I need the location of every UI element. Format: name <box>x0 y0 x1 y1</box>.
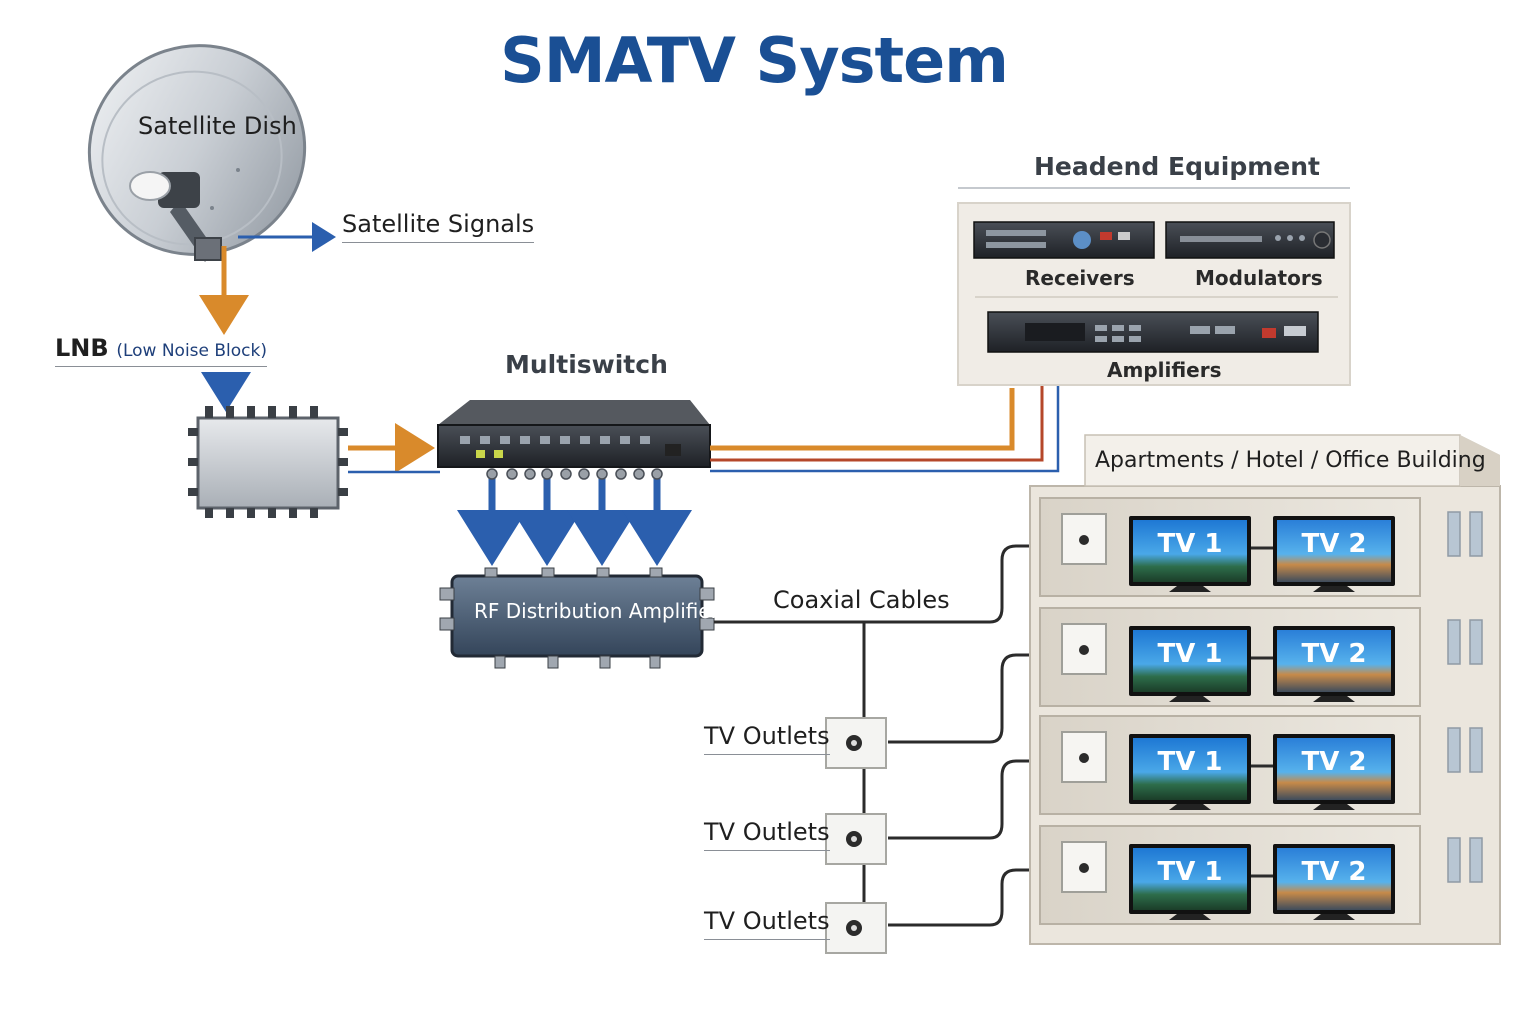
tv-outlets-label: TV Outlets <box>704 722 830 755</box>
tv-label: TV 1 <box>1158 747 1223 777</box>
tv-outlet-plate <box>825 717 887 769</box>
multiswitch-icon <box>437 400 711 468</box>
tv-screen-icon: TV 2 <box>1273 844 1395 920</box>
tv-outlets-label: TV Outlets <box>704 818 830 851</box>
tv-screen-icon: TV 1 <box>1129 734 1251 810</box>
tv-label: TV 1 <box>1158 639 1223 669</box>
tv-label: TV 2 <box>1302 857 1367 887</box>
satellite-signals-label: Satellite Signals <box>342 210 535 243</box>
coaxial-cable-network <box>714 544 1060 927</box>
tv-screen-icon: TV 1 <box>1129 516 1251 592</box>
satellite-dish-label: Satellite Dish <box>138 112 297 140</box>
tv-outlets-label: TV Outlets <box>704 907 830 940</box>
satellite-dish-icon <box>87 44 307 262</box>
tv-screen-icon: TV 1 <box>1129 626 1251 702</box>
modulators-label: Modulators <box>1195 266 1323 290</box>
amplifiers-label: Amplifiers <box>1107 358 1222 382</box>
tv-outlet-plate <box>825 902 887 954</box>
receiver-device-icon <box>973 221 1155 259</box>
amplifier-device-icon <box>987 311 1319 353</box>
tv-screen-icon: TV 2 <box>1273 516 1395 592</box>
tv-label: TV 1 <box>1158 529 1223 559</box>
lnb-label-short: LNB <box>55 334 109 362</box>
building-floor: TV 1 TV 2 <box>1039 715 1421 815</box>
building-floor: TV 1 TV 2 <box>1039 497 1421 597</box>
building-floor: TV 1 TV 2 <box>1039 825 1421 925</box>
multiswitch-blue-cable <box>710 352 1060 473</box>
coax-socket-icon <box>1079 535 1089 545</box>
tv-screen-icon: TV 1 <box>1129 844 1251 920</box>
lnb-label: LNB (Low Noise Block) <box>55 334 267 367</box>
coax-socket-icon <box>1079 645 1089 655</box>
tv-label: TV 1 <box>1158 857 1223 887</box>
multiswitch-orange-cable <box>710 388 1015 451</box>
tv-outlet-plate <box>825 813 887 865</box>
lnb-block-icon <box>188 406 348 518</box>
building-floor: TV 1 TV 2 <box>1039 607 1421 707</box>
multiswitch-red-cable <box>710 352 1044 462</box>
building-label: Apartments / Hotel / Office Building <box>1095 448 1486 473</box>
page-title: SMATV System <box>500 24 1009 97</box>
tv-screen-icon: TV 2 <box>1273 734 1395 810</box>
modulator-device-icon <box>1165 221 1335 259</box>
tv-label: TV 2 <box>1302 747 1367 777</box>
lnb-label-full: (Low Noise Block) <box>116 341 267 361</box>
coax-socket-icon <box>1079 753 1089 763</box>
headend-equipment-label: Headend Equipment <box>1034 152 1320 181</box>
coax-socket-icon <box>1079 863 1089 873</box>
wall-outlet-icon <box>1061 841 1107 893</box>
tv-label: TV 2 <box>1302 529 1367 559</box>
rf-distribution-amplifier-icon <box>439 567 715 669</box>
coaxial-cables-label: Coaxial Cables <box>773 586 950 614</box>
multiswitch-output-arrows <box>457 476 692 566</box>
multiswitch-label: Multiswitch <box>505 350 668 379</box>
tv-label: TV 2 <box>1302 639 1367 669</box>
rf-amplifier-label: RF Distribution Amplifier <box>474 599 719 623</box>
tv-screen-icon: TV 2 <box>1273 626 1395 702</box>
receivers-label: Receivers <box>1025 266 1135 290</box>
